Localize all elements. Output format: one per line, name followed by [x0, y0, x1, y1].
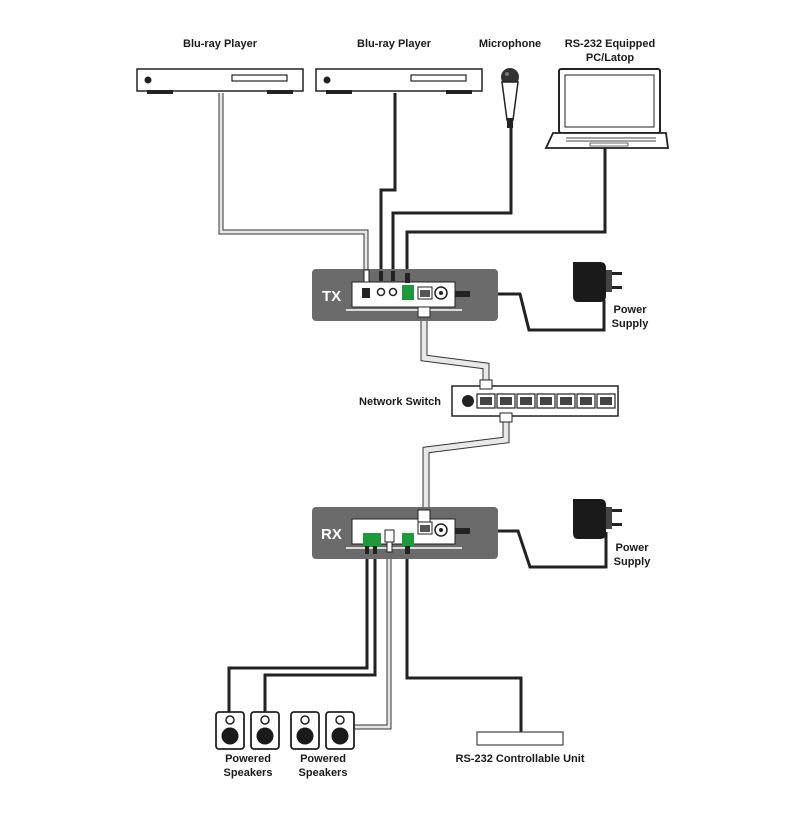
label-speakers-1-line2: Speakers [223, 767, 273, 779]
bluray-player-2 [315, 68, 483, 94]
network-switch-device [451, 379, 619, 423]
cable-bluray2-line [379, 93, 397, 275]
speaker-pair-1 [215, 711, 280, 750]
label-rx: RX [321, 526, 342, 543]
cable-rs232-unit [405, 550, 523, 732]
cable-speakers1-right [263, 550, 377, 712]
tx-unit [312, 269, 498, 321]
cable-speakers1-left [227, 550, 369, 712]
label-power-rx-line1: Power [615, 542, 649, 554]
power-supply-rx [573, 499, 622, 539]
cable-speakers2 [350, 552, 392, 730]
label-pc-line2: PC/Latop [585, 52, 635, 64]
microphone-device [501, 68, 519, 128]
cable-bluray1-optical [218, 93, 369, 275]
label-network-switch: Network Switch [359, 396, 441, 408]
cable-switch-rx [422, 420, 510, 512]
label-speakers-2-line2: Speakers [298, 767, 348, 779]
label-speakers-1-line1: Powered [225, 753, 271, 765]
label-microphone: Microphone [478, 38, 542, 50]
label-rs232-unit: RS-232 Controllable Unit [455, 753, 585, 765]
label-speakers-2-line1: Powered [300, 753, 346, 765]
laptop-device [544, 68, 670, 149]
rx-unit [312, 507, 498, 559]
label-power-rx-line2: Supply [613, 556, 651, 568]
cable-rx-power [470, 529, 608, 569]
cable-laptop-rs232 [405, 148, 607, 277]
cable-microphone [391, 128, 513, 275]
power-supply-tx [573, 262, 622, 302]
cable-tx-power [470, 292, 606, 332]
label-bluray-1: Blu-ray Player [183, 38, 257, 50]
label-pc-line1: RS-232 Equipped [564, 38, 656, 50]
label-power-tx-line1: Power [613, 304, 647, 316]
label-bluray-2: Blu-ray Player [357, 38, 431, 50]
speaker-pair-2 [290, 711, 355, 750]
cable-tx-switch [420, 316, 490, 382]
rs232-unit-device [476, 731, 564, 746]
label-power-tx-line2: Supply [611, 318, 649, 330]
label-tx: TX [322, 288, 342, 305]
bluray-player-1 [136, 68, 304, 94]
